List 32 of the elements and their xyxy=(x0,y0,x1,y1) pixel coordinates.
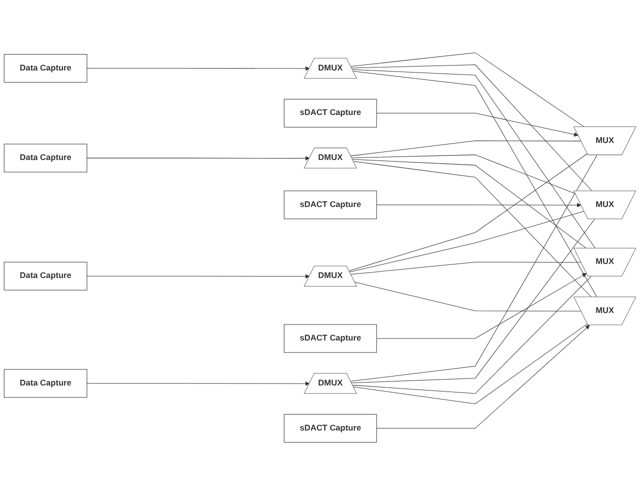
connector xyxy=(354,282,582,312)
connector xyxy=(350,262,582,275)
node-box: Data Capture xyxy=(4,144,88,172)
arrow xyxy=(86,66,310,71)
connector xyxy=(352,69,596,249)
arrow xyxy=(86,381,310,386)
arrow xyxy=(376,273,587,339)
connector xyxy=(349,211,584,272)
node-box: Data Capture xyxy=(4,54,88,83)
connector xyxy=(351,218,595,384)
node-box: sDACT Capture xyxy=(284,324,377,353)
connector xyxy=(353,324,588,404)
arrow xyxy=(376,324,590,429)
connector xyxy=(352,276,592,394)
node-box: sDACT Capture xyxy=(284,98,377,128)
connector xyxy=(350,154,598,382)
node-box: sDACT Capture xyxy=(284,414,377,443)
node-box: Data Capture xyxy=(4,262,88,290)
node-box: sDACT Capture xyxy=(284,190,377,220)
connector xyxy=(351,154,576,194)
connector xyxy=(352,159,587,249)
arrow xyxy=(376,202,582,208)
connector xyxy=(352,70,598,298)
connector xyxy=(348,153,588,272)
connector xyxy=(353,161,592,298)
node-box: Data Capture xyxy=(4,369,88,398)
connector xyxy=(351,64,592,192)
arrow xyxy=(86,274,310,279)
arrow xyxy=(86,156,310,161)
connector xyxy=(350,140,582,156)
arrow xyxy=(376,112,578,137)
connector xyxy=(350,52,585,128)
